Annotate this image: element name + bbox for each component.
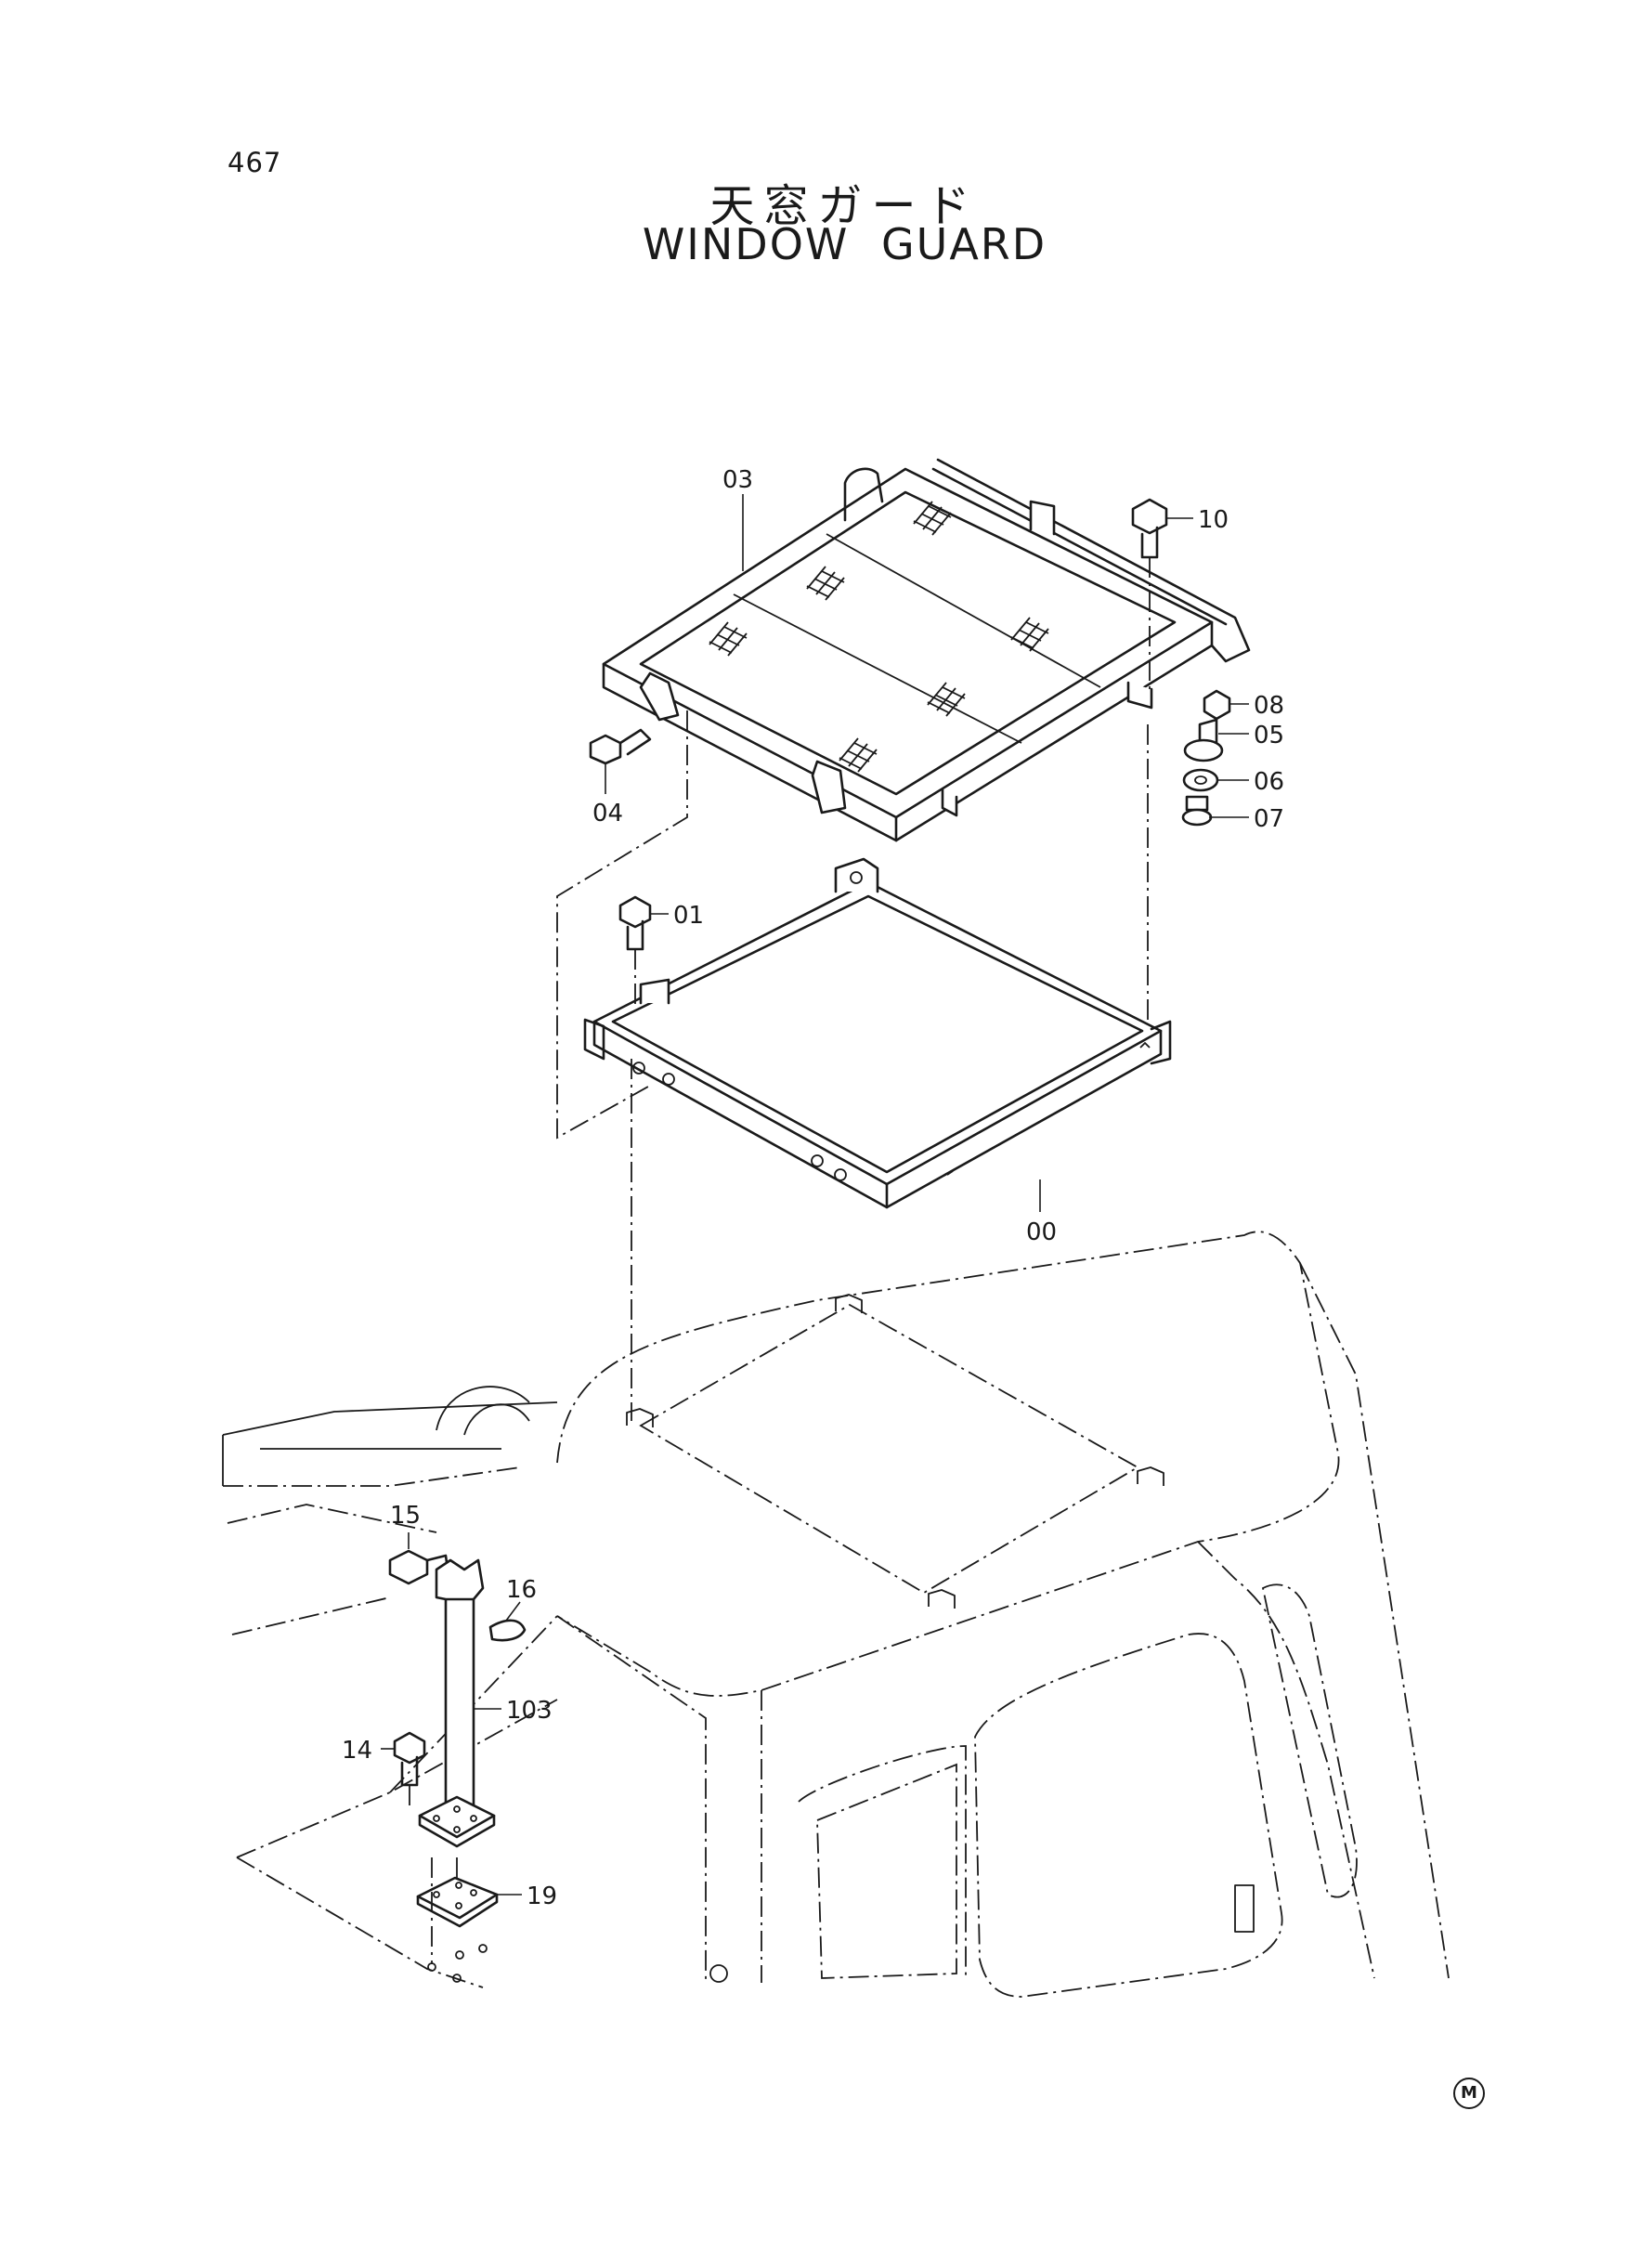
callout-03: 03 [722,466,753,494]
assembly-center-lines [409,557,1151,1964]
callout-04: 04 [592,800,623,827]
callout-19: 19 [527,1883,557,1910]
callout-06: 06 [1254,768,1284,796]
bolt-10[interactable] [1131,498,1168,559]
part-callouts: 03 10 08 05 06 07 04 01 00 15 16 103 14 … [342,466,1284,1910]
spacer-05[interactable] [1183,718,1224,762]
callout-08: 08 [1254,692,1284,720]
nut-08[interactable] [1203,689,1231,721]
frame-00[interactable] [583,857,1172,1209]
window-guard-03[interactable] [602,458,1251,842]
callout-103: 103 [506,1697,553,1725]
callout-16: 16 [506,1576,537,1604]
bolt-14[interactable] [393,1731,426,1787]
bolt-01[interactable] [618,895,652,951]
clip-16[interactable] [488,1619,527,1642]
page-number: 467 [228,147,282,178]
mounting-holes [427,1944,488,1983]
washer-06[interactable] [1182,768,1219,792]
title-english: WINDOW GUARD [642,219,1047,269]
callout-07: 07 [1254,805,1284,833]
callout-00: 00 [1026,1218,1057,1246]
callout-14: 14 [342,1737,372,1765]
bolt-04[interactable] [589,728,652,765]
callout-10: 10 [1198,506,1229,534]
bolt-07[interactable] [1181,795,1213,827]
callout-05: 05 [1254,722,1284,749]
callout-01: 01 [673,902,704,930]
plate-19[interactable] [416,1876,499,1928]
maker-mark-icon: M [1453,2078,1485,2109]
stay-103[interactable] [418,1558,496,1848]
leader-lines [381,494,1249,1896]
title-japanese: 天窓ガード [709,180,980,232]
callout-15: 15 [390,1502,421,1530]
cab-outline [222,1231,1450,1998]
